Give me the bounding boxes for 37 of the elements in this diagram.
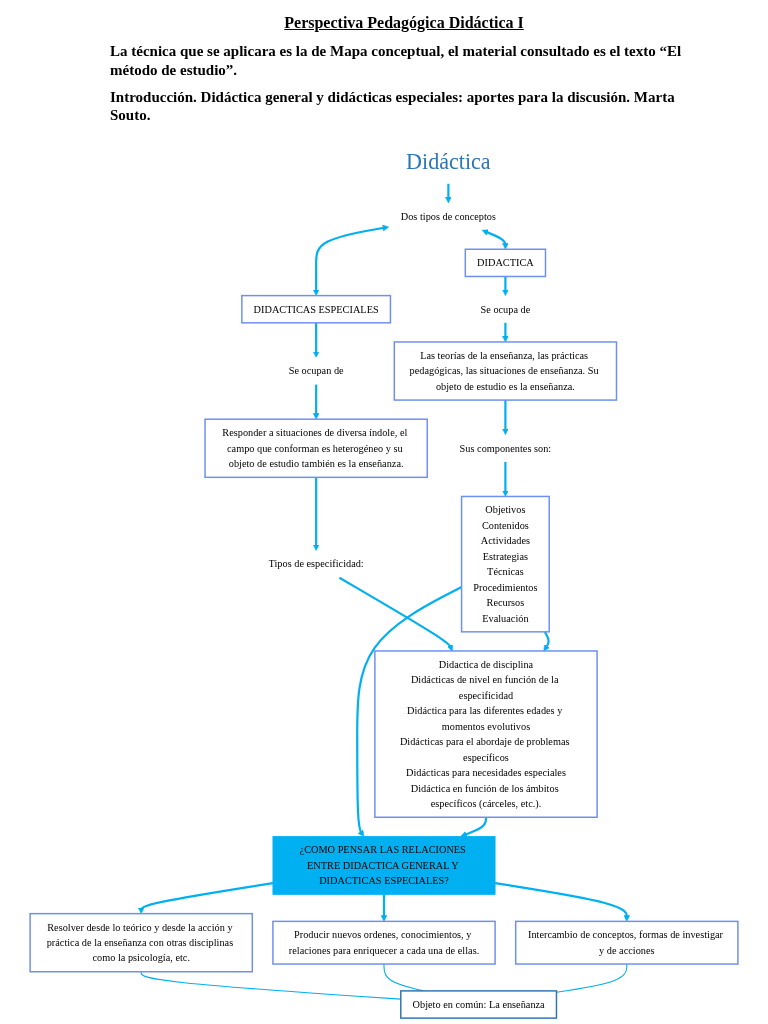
arrow bbox=[481, 229, 509, 250]
text-paragraph: Introducción. Didáctica general y didácticas especiales: aportes para la discusión. Marta Souto. bbox=[110, 87, 676, 125]
node-text: Dos tipos de conceptos bbox=[400, 210, 497, 223]
node-box: DIDACTICA bbox=[464, 248, 547, 278]
arrow bbox=[502, 322, 509, 343]
arrow bbox=[445, 183, 452, 204]
node-box: Producir nuevos ordenes, conocimientos, y relaciones para enriquecer a cada una de ellas. bbox=[272, 920, 496, 965]
arrow bbox=[312, 224, 389, 296]
connector bbox=[555, 963, 628, 993]
arrow bbox=[502, 276, 509, 296]
node-box: Responder a situaciones de diversa índole, el campo que conforman es heterogéneo y su objeto de estudio también es la enseñanza. bbox=[204, 418, 428, 479]
arrow bbox=[502, 400, 509, 435]
arrow bbox=[338, 576, 454, 652]
arrow bbox=[312, 322, 320, 358]
node-box: Intercambio de conceptos, formas de investigar y de acciones bbox=[514, 920, 739, 965]
node-text: Didáctica bbox=[406, 149, 491, 174]
arrow bbox=[502, 461, 509, 497]
node-text: Se ocupan de bbox=[288, 365, 344, 377]
arrow bbox=[312, 384, 320, 420]
node-box: Las teorías de la enseñanza, las prácticas pedagógicas, las situaciones de enseñanza. Su objeto de estudio es la enseñanza. bbox=[393, 341, 618, 401]
node-box: ¿COMO PENSAR LAS RELACIONES ENTRE DIDACTICA GENERAL Y DIDACTICAS ESPECIALES? bbox=[272, 836, 496, 895]
arrow bbox=[460, 817, 488, 838]
text-paragraph: La técnica que se aplicara es la de Mapa conceptual, el material consultado es el texto “El método de estudio”. bbox=[110, 42, 683, 80]
node-box: Objetivos Contenidos Actividades Estrategias Técnicas Procedimientos Recursos Evaluación bbox=[460, 495, 550, 633]
node-text: Se ocupa de bbox=[480, 303, 531, 315]
node-box: Didactica de disciplina Didácticas de nivel en función de la especificidad Didáctica para las diferentes edades y momentos evolutivos Didácticas para el abordaje de problemas específicos Didácticas para necesidades especiales Didáctica en función de los ámbitos específicos (cárceles, etc.). bbox=[374, 650, 598, 818]
node-box: Objeto en común: La enseñanza bbox=[400, 990, 558, 1019]
node-box: Resolver desde lo teórico y desde la acción y práctica de la enseñanza con otras disciplinas como la psicología, etc. bbox=[29, 912, 254, 973]
arrow bbox=[494, 882, 631, 922]
arrow bbox=[137, 882, 274, 914]
document-title: Perspectiva Pedagógica Didáctica I bbox=[283, 14, 525, 32]
node-box: DIDACTICAS ESPECIALES bbox=[241, 294, 392, 324]
arrow bbox=[380, 894, 388, 922]
arrow bbox=[543, 631, 550, 652]
node-text: Tipos de especificidad: bbox=[268, 558, 364, 570]
node-text: Sus componentes son: bbox=[459, 442, 552, 454]
arrow bbox=[312, 477, 320, 551]
